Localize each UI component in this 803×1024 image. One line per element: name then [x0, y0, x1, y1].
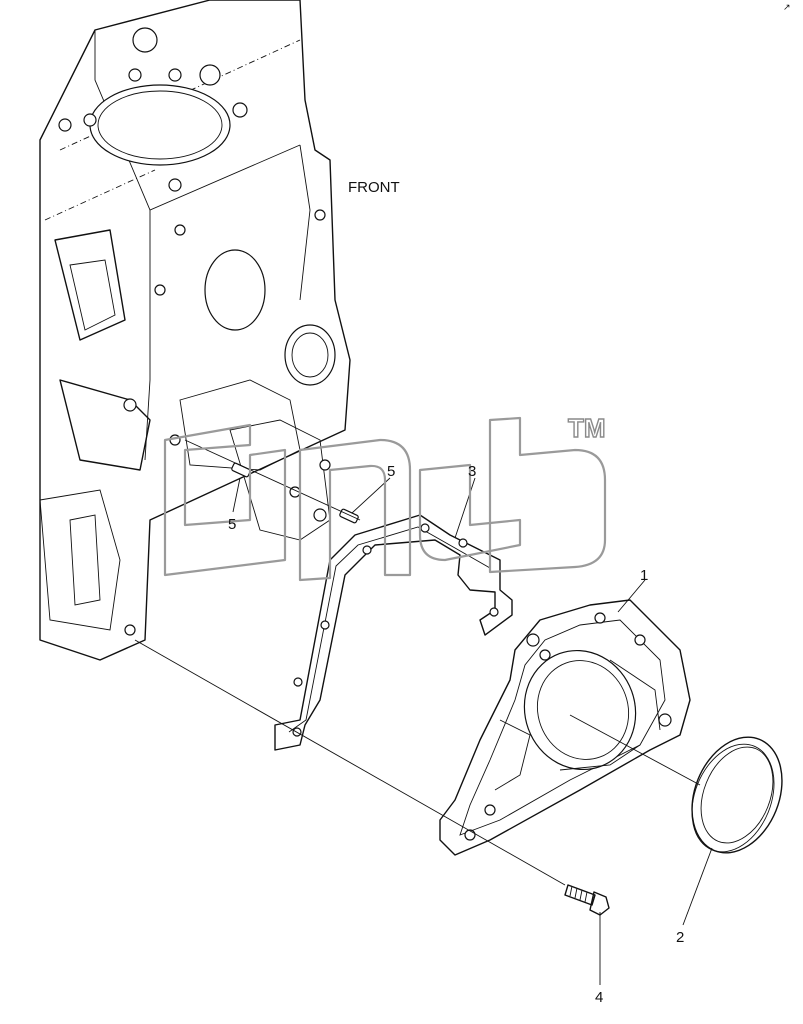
engine-block: [39, 0, 351, 661]
callout-1: 1: [640, 567, 648, 584]
callout-5-lower: 5: [387, 463, 395, 480]
rear-cover: [439, 599, 691, 856]
callout-3: 3: [468, 463, 476, 480]
corner-mark: ↗: [783, 2, 791, 12]
dowel-pin-lower: [339, 508, 359, 524]
gasket: [274, 514, 513, 751]
watermark-logo: TM: [163, 412, 606, 582]
dowel-pin-upper: [231, 462, 251, 478]
callout-4: 4: [595, 989, 603, 1006]
callout-5-upper: 5: [228, 516, 236, 533]
callout-2: 2: [676, 929, 684, 946]
front-label: FRONT: [348, 179, 400, 196]
seal-ring: [691, 736, 783, 854]
bolt: [564, 884, 610, 916]
trademark-text: TM: [568, 413, 606, 443]
